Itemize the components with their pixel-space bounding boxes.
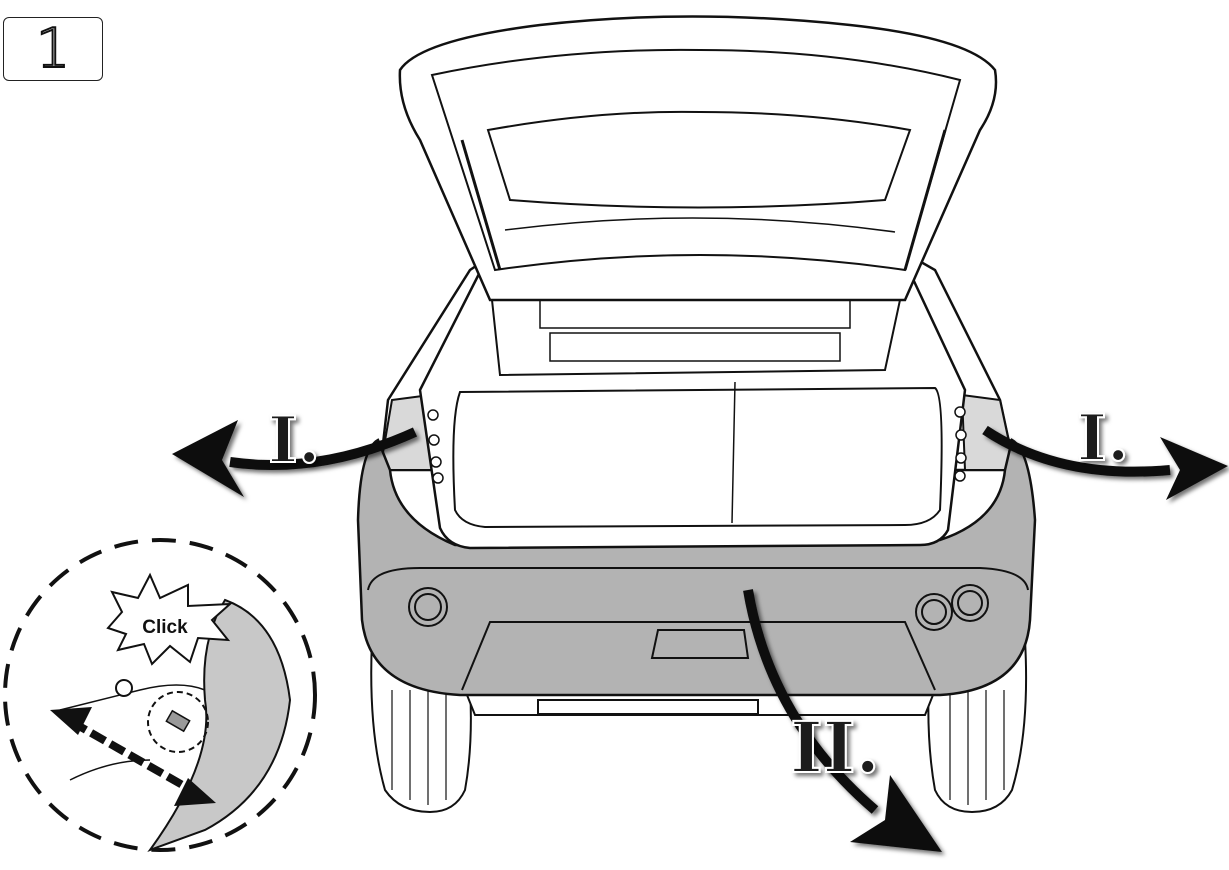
connector-highlight (147, 691, 209, 753)
shelf-slot-lower (549, 332, 841, 362)
label-arrow-right: I. (1077, 401, 1129, 476)
tailgate-window (486, 110, 912, 209)
boot-divider (731, 381, 736, 524)
shelf-slot-upper (539, 299, 851, 329)
curved-arrow-down (743, 589, 942, 852)
click-starburst (106, 572, 233, 666)
curved-arrow-right (982, 425, 1228, 500)
bumper-lower-panel (461, 621, 936, 691)
gas-strut-left (460, 139, 502, 271)
detail-magnifier-circle: Click (3, 538, 317, 853)
label-arrow-down: II. (790, 706, 880, 789)
exhaust-shield (537, 699, 759, 715)
click-label: Click (142, 617, 188, 638)
reflector-right (915, 584, 989, 631)
detach-arrow (70, 718, 202, 799)
trim-fasteners-right (954, 406, 967, 482)
reflector-left (408, 587, 448, 627)
number-plate-light (650, 629, 750, 659)
bumper-crease (367, 567, 1029, 591)
label-arrow-left: I. (268, 403, 320, 478)
gas-strut-right (903, 129, 947, 271)
step-number-box: 1 (3, 17, 103, 81)
trim-fasteners-left (427, 409, 444, 484)
detail-trim-panel (147, 598, 292, 853)
tailgate-trim-line (504, 217, 896, 233)
step-number: 1 (35, 17, 71, 80)
boot-floor (452, 386, 943, 529)
curved-arrow-left (172, 420, 418, 497)
